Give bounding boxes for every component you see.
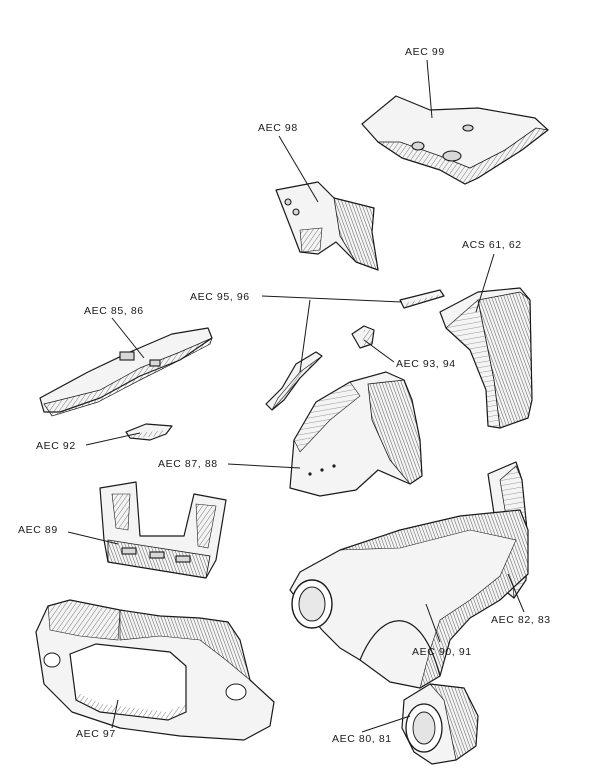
leader-lines — [67, 59, 525, 733]
leader-aec-93-94 — [363, 339, 395, 363]
label-aec-89: AEC 89 — [18, 524, 58, 536]
leader-aec-98 — [278, 135, 319, 203]
part-aec-93-94 — [351, 325, 375, 349]
part-aec-85-86 — [39, 327, 213, 417]
leader-aec-85-86 — [111, 317, 145, 359]
leader-aec-97 — [111, 699, 119, 729]
leader-aec-89 — [67, 531, 119, 545]
part-aec-92 — [125, 423, 173, 441]
leader-aec-92 — [85, 432, 141, 446]
label-aec-98: AEC 98 — [258, 122, 298, 134]
leader-aec-95-96-b — [299, 299, 311, 373]
part-acs-61-62 — [439, 287, 533, 429]
label-aec-99: AEC 99 — [405, 46, 445, 58]
label-aec-95-96: AEC 95, 96 — [190, 291, 250, 303]
leader-aec-87-88 — [227, 463, 301, 469]
leader-aec-95-96-a — [261, 295, 403, 303]
part-aec-95-96 — [265, 289, 445, 411]
leader-aec-99 — [426, 59, 433, 119]
part-aec-99 — [361, 95, 549, 185]
part-aec-80-81 — [401, 683, 479, 765]
leader-acs-61-62 — [475, 253, 495, 313]
label-aec-97: AEC 97 — [76, 728, 116, 740]
part-aec-87-88 — [289, 371, 423, 497]
label-acs-61-62: ACS 61, 62 — [462, 239, 522, 251]
leader-aec-80-81 — [361, 715, 411, 733]
label-aec-92: AEC 92 — [36, 440, 76, 452]
label-aec-93-94: AEC 93, 94 — [396, 358, 456, 370]
label-aec-80-81: AEC 80, 81 — [332, 733, 392, 745]
label-aec-90-91: AEC 90, 91 — [412, 646, 472, 658]
leader-aec-90-91 — [425, 603, 441, 643]
part-aec-89 — [99, 481, 227, 579]
part-aec-97 — [35, 599, 275, 741]
part-aec-98 — [275, 181, 379, 271]
label-aec-85-86: AEC 85, 86 — [84, 305, 144, 317]
label-aec-87-88: AEC 87, 88 — [158, 458, 218, 470]
part-aec-90-91 — [289, 509, 529, 689]
leader-aec-82-83 — [507, 573, 525, 613]
label-aec-82-83: AEC 82, 83 — [491, 614, 551, 626]
